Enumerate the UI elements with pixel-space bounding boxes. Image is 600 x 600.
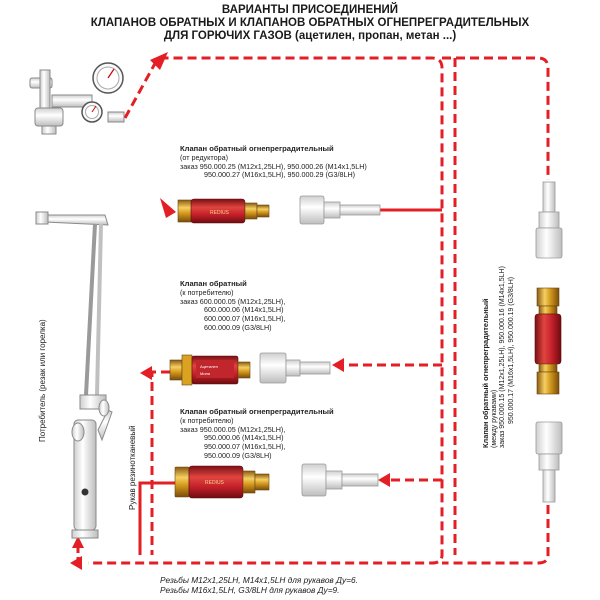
nut2-illustration bbox=[259, 352, 331, 384]
gas-regulator-illustration bbox=[29, 62, 125, 135]
valve2-order-3: 600.000.07 (M16x1,5LH), bbox=[204, 314, 286, 324]
arrow-left-low bbox=[378, 473, 390, 487]
valve4-order-1: заказ 950.000.15 (M12x1,25LH), 950.000.1… bbox=[499, 266, 506, 448]
valve4-caption: Клапан обратный огнепреградительный (меж… bbox=[481, 266, 516, 448]
valve4-nut-top bbox=[535, 181, 563, 259]
footnote-line-1: Резьбы M12x1,25LH, M14x1,5LH для рукавов… bbox=[160, 575, 358, 585]
valve3-order-1: заказ 950.000.05 (M12x1,25LH), bbox=[180, 424, 286, 434]
svg-text:Ацетилен: Ацетилен bbox=[200, 364, 218, 369]
consumer-label: Потребитель (резак или горелка) bbox=[38, 319, 47, 442]
valve4-order-2: 950.000.17 (M16x1,5LH), 950.000.19 (G3/8… bbox=[507, 276, 515, 424]
footnote-line-2: Резьбы M16x1,5LH, G3/8LH для рукавов Ду=… bbox=[160, 585, 340, 595]
valve4-nut-bottom bbox=[535, 421, 563, 503]
svg-text:REDIUS: REDIUS bbox=[205, 480, 225, 486]
hose-label: Рукав резинотканевый bbox=[128, 425, 137, 510]
valve3-order-4: 950.000.09 (G3/8LH) bbox=[204, 450, 272, 460]
line-valve3-left bbox=[138, 481, 175, 555]
valve1-sub: (от редуктора) bbox=[180, 152, 228, 162]
line-valve2-down bbox=[150, 370, 170, 555]
line-right-bottom bbox=[442, 505, 550, 565]
arrow-to-valve1 bbox=[160, 198, 176, 218]
valve4-illustration bbox=[534, 287, 562, 395]
arrow-up-top bbox=[150, 52, 168, 70]
arrow-left-mid bbox=[332, 358, 344, 372]
diagram-title: ВАРИАНТЫ ПРИСОЕДИНЕНИЙ КЛАПАНОВ ОБРАТНЫХ… bbox=[60, 4, 560, 43]
torch-illustration bbox=[35, 211, 113, 539]
valve2-illustration: Ацетилен Мини bbox=[169, 354, 251, 386]
title-line-2: КЛАПАНОВ ОБРАТНЫХ И КЛАПАНОВ ОБРАТНЫХ ОГ… bbox=[90, 17, 530, 29]
title-line-3: ДЛЯ ГОРЮЧИХ ГАЗОВ (ацетилен, пропан, мет… bbox=[163, 30, 457, 42]
valve2-heading: Клапан обратный bbox=[180, 279, 247, 288]
valve3-order-2: 950.000.06 (M14x1,5LH) bbox=[204, 433, 284, 443]
nut3-illustration bbox=[301, 463, 379, 497]
valve2-order-4: 600.000.09 (G3/8LH) bbox=[204, 322, 272, 332]
valve1-order-1: заказ 950.000.25 (M12x1,25LH), 950.000.2… bbox=[180, 161, 367, 171]
title-line-1: ВАРИАНТЫ ПРИСОЕДИНЕНИЙ bbox=[221, 4, 399, 16]
valve3-heading: Клапан обратный огнепреградительный bbox=[180, 407, 334, 416]
valve3-sub: (к потребителю) bbox=[180, 415, 234, 425]
arrow-left-bottom bbox=[70, 556, 82, 570]
arrow-up-consumer bbox=[72, 536, 84, 548]
valve2-order-2: 600.000.06 (M14x1,5LH) bbox=[204, 305, 284, 315]
arrowheads bbox=[70, 52, 390, 570]
valve3-illustration: REDIUS bbox=[174, 465, 270, 499]
nut1-illustration bbox=[299, 195, 381, 225]
valve2-order-1: заказ 600.000.05 (M12x1,25LH), bbox=[180, 296, 286, 306]
svg-text:Мини: Мини bbox=[200, 371, 210, 376]
valve3-order-3: 950.000.07 (M16x1,5LH), bbox=[204, 442, 286, 452]
valve4-heading: Клапан обратный огнепреградительный bbox=[481, 298, 490, 448]
footnote: Резьбы M12x1,25LH, M14x1,5LH для рукавов… bbox=[160, 575, 358, 595]
arrow-left-v2 bbox=[140, 366, 152, 380]
valve1-order-2: 950.000.27 (M16x1,5LH), 950.000.29 (G3/8… bbox=[204, 170, 356, 180]
svg-text:REDIUS: REDIUS bbox=[210, 210, 230, 216]
valve2-caption: Клапан обратный (к потребителю) заказ 60… bbox=[180, 279, 286, 333]
line-regulator-top bbox=[88, 56, 444, 565]
valve1-caption: Клапан обратный огнепреградительный (от … bbox=[180, 144, 367, 180]
valve1-illustration: REDIUS bbox=[177, 198, 270, 224]
line-outer-right bbox=[442, 56, 550, 180]
valve4-sub: (между рукавами) bbox=[490, 389, 498, 448]
valve3-caption: Клапан обратный огнепреградительный (к п… bbox=[180, 407, 334, 461]
valve2-sub: (к потребителю) bbox=[180, 287, 234, 297]
valve1-heading: Клапан обратный огнепреградительный bbox=[180, 144, 334, 153]
